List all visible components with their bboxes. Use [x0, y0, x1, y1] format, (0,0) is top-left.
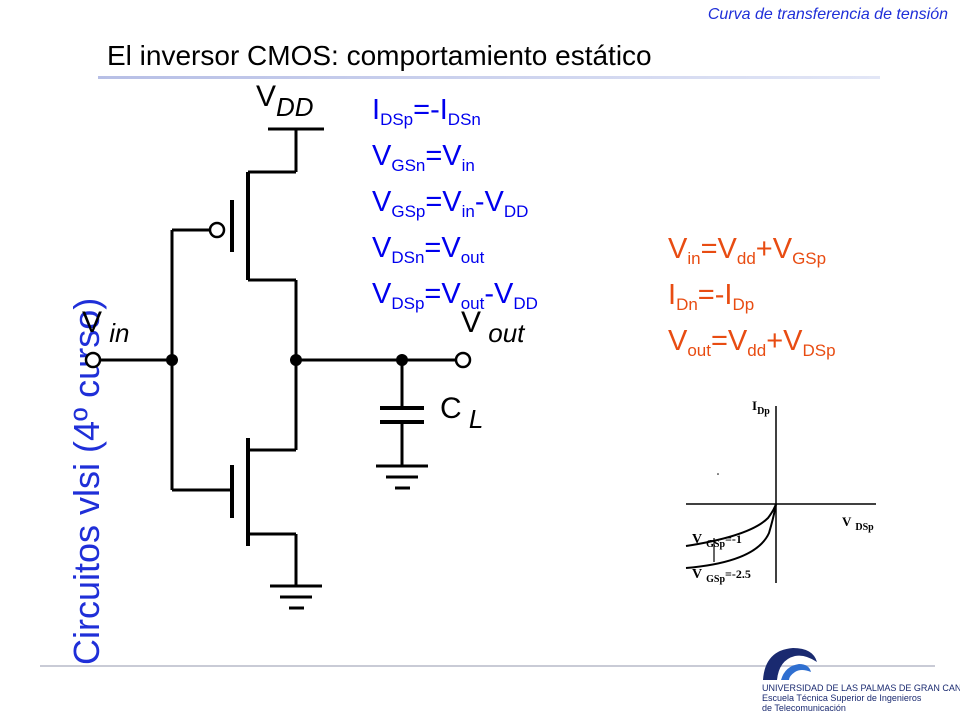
equation-part: dd [747, 341, 767, 360]
page-title: El inversor CMOS: comportamiento estátic… [107, 40, 652, 71]
equation-part: I [372, 94, 381, 126]
x-axis-label-sub: DSp [855, 522, 874, 533]
vdd-label: VDD [256, 80, 314, 122]
nmos-transistor [172, 438, 296, 546]
equation-part: -V [484, 278, 514, 310]
vout-label: V out [461, 306, 525, 348]
equation-part: DD [513, 294, 538, 313]
equation-part: DSn [447, 110, 481, 129]
equation-part: GSp [391, 202, 426, 221]
curve-1-label-main: V [692, 532, 702, 547]
equation-part: dd [736, 249, 756, 268]
equations-line-5: VDSp=Vout-VDD [372, 276, 538, 322]
equation-part: +V [755, 233, 793, 265]
nmos-ground-icon [270, 584, 322, 610]
equation-part: +V [766, 325, 803, 357]
equations-line-2: VGSn=Vin [372, 138, 538, 184]
curve-vgsp-1 [685, 503, 777, 547]
curve-1-label-sub: GSp [706, 539, 725, 550]
university-logo-text: UNIVERSIDAD DE LAS PALMAS DE GRAN CANARI… [762, 683, 960, 713]
equation-part: GSp [792, 249, 827, 268]
equation-part: =V [425, 186, 462, 218]
svg-text:VGSp=-1: V GSp=-1 [692, 532, 742, 550]
x-axis-label-main: V [842, 514, 852, 529]
equation-part: V [372, 140, 392, 172]
input-node-dot [166, 354, 178, 366]
header-subtitle: Curva de transferencia de tensión [707, 6, 948, 23]
equation-part: DSp [380, 110, 414, 129]
curve-2-label-value: =-2.5 [725, 567, 751, 581]
curve-1-label-value: =-1 [725, 532, 742, 546]
svg-text:VDSp: VDSp [842, 514, 874, 533]
equation-part: Dn [676, 295, 698, 314]
equation-part: GSn [391, 156, 426, 175]
equations-red-line-3: Vout=Vdd+VDSp [668, 323, 836, 369]
equation-part: DD [503, 202, 529, 221]
equation-part: DSn [391, 248, 425, 267]
equation-part: V [668, 233, 688, 265]
pmos-transistor [172, 170, 296, 282]
svg-text:IDp: IDp [752, 398, 770, 417]
logo-line-2: Escuela Técnica Superior de Ingenieros [762, 693, 922, 703]
equation-part: Dp [732, 295, 755, 314]
logo-line-3: de Telecomunicación [762, 703, 846, 713]
equation-part: =V [424, 278, 461, 310]
equation-part: out [460, 248, 485, 267]
equation-part: V [668, 325, 688, 357]
output-node-dot [290, 354, 302, 366]
y-axis-label-sub: Dp [757, 406, 770, 417]
footer-divider [40, 665, 935, 667]
equation-part: =V [425, 140, 462, 172]
cmos-inverter-schematic [84, 127, 472, 610]
cap-node-dot [396, 354, 408, 366]
equation-part: =V [700, 233, 737, 265]
load-capacitor [380, 360, 424, 466]
logo-line-1: UNIVERSIDAD DE LAS PALMAS DE GRAN CANARI… [762, 683, 960, 693]
equations-line-4: VDSn=Vout [372, 230, 538, 276]
title-divider [98, 76, 880, 79]
equations-red-line-1: Vin=Vdd+VGSp [668, 231, 836, 277]
equations-line-3: VGSp=Vin-VDD [372, 184, 538, 230]
equation-part: in [461, 156, 475, 175]
equation-part: =V [710, 325, 748, 357]
vin-terminal [84, 351, 102, 369]
equation-part: out [460, 294, 485, 313]
equation-part: =-I [413, 94, 448, 126]
equation-part: in [687, 249, 701, 268]
equation-part: -V [474, 186, 504, 218]
equation-part: =V [424, 232, 461, 264]
equation-part: V [372, 278, 392, 310]
equation-part: DSp [391, 294, 425, 313]
y-axis-label-main: I [752, 398, 757, 413]
curve-vgsp-2 [685, 503, 777, 569]
vin-label: V in [82, 306, 130, 348]
equation-part: DSp [802, 341, 836, 360]
curve-2-label-sub: GSp [706, 574, 725, 585]
equation-part: V [372, 186, 392, 218]
equation-part: in [461, 202, 475, 221]
university-logo-icon [763, 648, 817, 680]
equations-line-1: IDSp=-IDSn [372, 92, 538, 138]
svg-text:VGSp=-2.5: V GSp=-2.5 [692, 567, 751, 585]
vout-terminal [454, 351, 472, 369]
equations-red-line-2: IDn=-IDp [668, 277, 836, 323]
equation-part: out [687, 341, 711, 360]
curve-2-label-main: V [692, 567, 702, 582]
equation-part: V [372, 232, 392, 264]
equation-part: I [668, 279, 677, 311]
equation-part: =-I [697, 279, 733, 311]
capacitor-ground-icon [376, 464, 428, 490]
cl-label: C L [440, 392, 484, 434]
